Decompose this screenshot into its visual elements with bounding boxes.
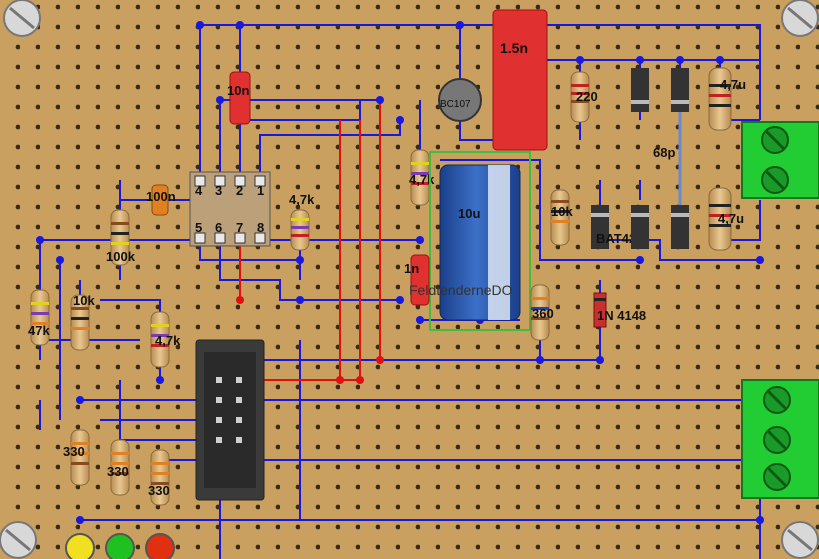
ic-pin-label: 4 <box>195 183 203 198</box>
diode-bat42-label: BAT42 <box>596 231 636 246</box>
diode-1n4148: 1N 4148 <box>593 292 646 328</box>
capacitor-68p-label: 68p <box>653 145 675 160</box>
capacitor-4u7-top-label: 4,7u <box>720 77 746 92</box>
led-yellow <box>65 533 95 559</box>
led-green <box>105 533 135 559</box>
capacitor-10n: 10n <box>227 71 251 125</box>
resistor-4k7-low-label: 4,7k <box>155 333 181 348</box>
capacitor-1n-label: 1n <box>404 261 419 276</box>
capacitor-10n-label: 10n <box>227 83 249 98</box>
resistor-4k7-low: 4,7k <box>150 311 181 368</box>
diode-top-left <box>631 68 649 112</box>
diode-1n4148-label: 1N 4148 <box>597 308 646 323</box>
led-row <box>65 533 175 559</box>
resistor-330-c: 330 <box>148 449 170 506</box>
resistor-4k7-ic: 4,7k <box>289 192 315 251</box>
ic-pin-label: 6 <box>215 220 222 235</box>
resistor-4k7-mid-label: 4,7k <box>409 172 435 187</box>
overlap-text: FeldtenderneDO <box>409 282 513 298</box>
transistor-bc107: BC107 <box>438 78 482 122</box>
resistor-330-a: 330 <box>63 429 90 486</box>
resistor-100k-label: 100k <box>106 249 136 264</box>
resistor-330-c-label: 330 <box>148 483 170 498</box>
diode-bat42: BAT42 <box>591 205 636 249</box>
resistor-330-b: 330 <box>107 439 130 496</box>
pin-header-connector <box>195 339 265 501</box>
diode-top-right <box>671 68 689 112</box>
capacitor-100n: 100n <box>146 184 176 216</box>
capacitor-4u7-top: 4,7u <box>708 67 746 131</box>
resistor-360: 360 <box>530 284 554 341</box>
diode-mid-2 <box>631 205 649 249</box>
resistor-220-label: 220 <box>576 89 598 104</box>
ic-pin-label: 5 <box>195 220 202 235</box>
blue-wires <box>39 24 761 559</box>
resistor-10k-right-label: 10k <box>551 204 573 219</box>
resistor-100k: 100k <box>106 209 136 266</box>
resistor-47k: 47k <box>28 289 50 346</box>
resistor-330-a-label: 330 <box>63 444 85 459</box>
capacitor-10u: 10u <box>429 151 531 331</box>
capacitor-4u7-bottom: 4,7u <box>708 187 744 251</box>
red-wire-nodes <box>236 296 384 384</box>
capacitor-10u-label: 10u <box>458 206 480 221</box>
capacitor-4u7-bottom-label: 4,7u <box>718 211 744 226</box>
resistor-47k-label: 47k <box>28 323 50 338</box>
capacitor-1n5-label: 1.5n <box>500 40 528 56</box>
ic-pin-label: 3 <box>215 183 222 198</box>
resistor-330-b-label: 330 <box>107 464 129 479</box>
ic-pin-label: 8 <box>257 220 264 235</box>
diode-mid-3 <box>671 205 689 249</box>
ic-pin-label: 7 <box>236 220 243 235</box>
terminal-block-bottom <box>741 379 819 499</box>
transistor-label: BC107 <box>440 99 471 110</box>
ic-dip8: 4 3 2 1 5 6 7 8 <box>189 171 271 247</box>
resistor-10k-right: 10k <box>550 189 573 246</box>
resistor-220: 220 <box>570 71 598 123</box>
capacitor-1n: 1n <box>404 254 430 306</box>
capacitor-100n-label: 100n <box>146 189 176 204</box>
ic-pin-label: 1 <box>257 183 264 198</box>
resistor-360-label: 360 <box>532 306 554 321</box>
resistor-10k-left-label: 10k <box>73 293 95 308</box>
resistor-10k-left: 10k <box>70 293 95 351</box>
resistor-4k7-ic-label: 4,7k <box>289 192 315 207</box>
terminal-block-top <box>741 121 819 199</box>
capacitor-1n5: 1.5n <box>492 9 548 151</box>
ic-pin-label: 2 <box>236 183 243 198</box>
led-red <box>145 533 175 559</box>
